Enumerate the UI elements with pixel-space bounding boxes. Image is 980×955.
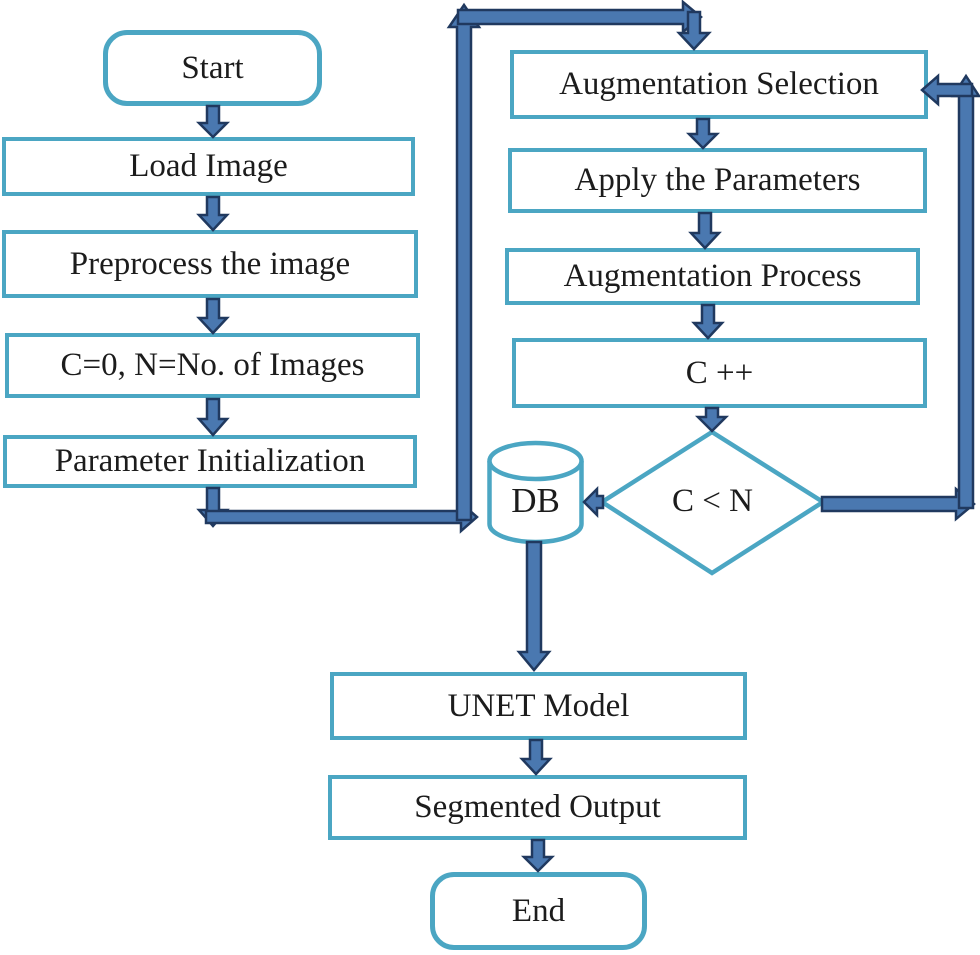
node-unet: UNET Model bbox=[330, 672, 747, 740]
arrow-aug-selection-to-apply-params bbox=[685, 117, 721, 150]
node-init-counters-label: C=0, N=No. of Images bbox=[60, 347, 365, 384]
arrow-param-init-down bbox=[196, 486, 230, 528]
arrow-load-image-to-preprocess bbox=[196, 195, 230, 232]
node-increment: C ++ bbox=[512, 338, 927, 408]
arrow-aug-process-to-increment bbox=[691, 303, 725, 340]
node-db-label: DB bbox=[511, 481, 560, 520]
arrow-decision-run-right bbox=[820, 486, 976, 522]
arrow-increment-to-decision bbox=[694, 406, 730, 433]
arrow-apply-params-to-aug-process bbox=[688, 211, 722, 250]
node-aug-selection-label: Augmentation Selection bbox=[559, 66, 879, 103]
arrow-right-riser-up bbox=[950, 73, 980, 510]
node-init-counters: C=0, N=No. of Images bbox=[5, 333, 420, 398]
node-load-image-label: Load Image bbox=[129, 148, 288, 185]
arrow-into-aug-selection-top bbox=[676, 10, 712, 51]
arrow-start-to-load-image bbox=[195, 104, 231, 139]
arrow-decision-to-db bbox=[582, 485, 605, 519]
node-end: End bbox=[430, 872, 647, 950]
node-start-label: Start bbox=[181, 49, 244, 86]
node-aug-process: Augmentation Process bbox=[505, 248, 920, 305]
node-load-image: Load Image bbox=[2, 137, 415, 196]
arrow-preprocess-to-init-counters bbox=[196, 297, 230, 335]
node-segmented-label: Segmented Output bbox=[414, 789, 661, 826]
node-aug-selection: Augmentation Selection bbox=[510, 50, 928, 119]
arrow-segmented-to-end bbox=[520, 838, 556, 873]
node-param-init: Parameter Initialization bbox=[3, 435, 417, 488]
node-apply-params: Apply the Parameters bbox=[508, 148, 927, 213]
node-segmented: Segmented Output bbox=[328, 775, 747, 840]
node-decision-diamond bbox=[597, 429, 828, 576]
node-preprocess: Preprocess the image bbox=[2, 230, 418, 298]
node-db-cylinder bbox=[487, 440, 584, 545]
db-cylinder-body bbox=[487, 461, 584, 545]
node-preprocess-label: Preprocess the image bbox=[69, 245, 351, 282]
arrow-init-counters-to-param-init bbox=[196, 397, 230, 437]
node-param-init-label: Parameter Initialization bbox=[54, 443, 366, 480]
arrow-into-aug-selection-right bbox=[920, 73, 974, 107]
node-increment-label: C ++ bbox=[685, 354, 754, 391]
node-decision-label: C < N bbox=[672, 482, 753, 519]
arrow-top-run-right bbox=[456, 0, 703, 35]
arrow-left-riser-up bbox=[446, 2, 482, 522]
node-end-label: End bbox=[511, 892, 566, 929]
node-start: Start bbox=[103, 30, 322, 106]
node-apply-params-label: Apply the Parameters bbox=[574, 162, 861, 199]
node-unet-label: UNET Model bbox=[447, 687, 630, 724]
arrow-unet-to-segmented bbox=[519, 738, 553, 776]
arrow-db-to-unet bbox=[516, 540, 552, 672]
node-aug-process-label: Augmentation Process bbox=[563, 258, 862, 295]
db-cylinder-top bbox=[487, 440, 584, 482]
arrow-bottom-run-right bbox=[204, 500, 479, 534]
